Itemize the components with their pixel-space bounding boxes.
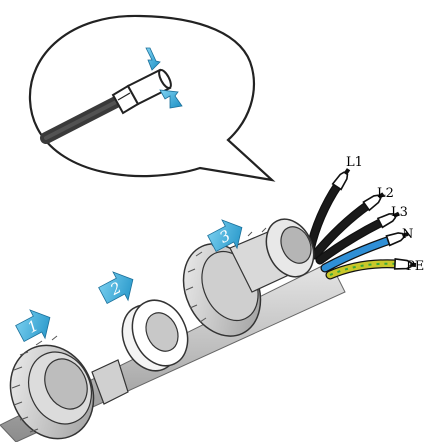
- step-2-arrow-icon: 2: [95, 265, 140, 309]
- wire-label-pe: PE: [406, 259, 424, 274]
- wire-label-l1: L1: [346, 155, 363, 170]
- wire-label-n: N: [402, 227, 413, 242]
- crimp-detail-callout: [30, 16, 272, 180]
- wire-label-l2: L2: [377, 186, 394, 201]
- step-1-arrow-icon: 1: [12, 303, 57, 347]
- wire-label-l3: L3: [391, 205, 408, 220]
